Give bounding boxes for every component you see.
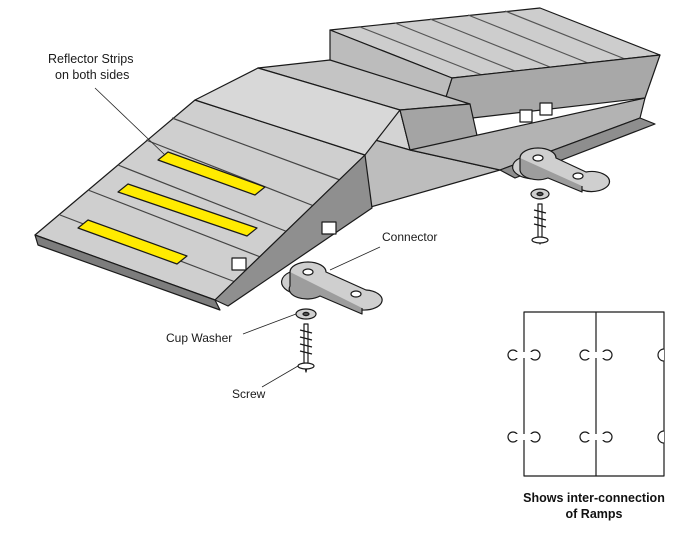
interconnection-diagram [507, 311, 665, 477]
reflector-strip-bottom [77, 219, 188, 265]
screw [297, 323, 315, 373]
leader-connector [329, 246, 381, 271]
leader-screw [261, 365, 299, 388]
notch-right-top [657, 348, 665, 362]
reflector-strips [77, 151, 266, 265]
front-ramp-section [34, 67, 401, 311]
dogbone-mid-top [579, 349, 613, 361]
label-cup-washer: Cup Washer [166, 331, 233, 345]
cup-washer-rear [530, 188, 550, 200]
leader-cup-washer [242, 313, 297, 335]
leader-reflector [94, 87, 166, 156]
connector-piece [280, 261, 383, 315]
label-connector: Connector [382, 230, 438, 244]
reflector-strip-middle [117, 183, 258, 237]
caption-line1: Shows inter-connection [523, 491, 665, 505]
notch-right-bottom [657, 430, 665, 444]
cup-washer [295, 308, 317, 320]
dogbone-mid-bottom [579, 431, 613, 443]
label-reflector-strips-line2: on both sides [55, 68, 130, 82]
label-screw: Screw [232, 387, 266, 401]
dogbone-left-top [507, 349, 541, 361]
caption-line2: of Ramps [565, 507, 623, 521]
screw-rear [531, 203, 549, 245]
label-reflector-strips-line1: Reflector Strips [48, 52, 134, 66]
dogbone-left-bottom [507, 431, 541, 443]
connector-piece-rear [511, 147, 611, 193]
